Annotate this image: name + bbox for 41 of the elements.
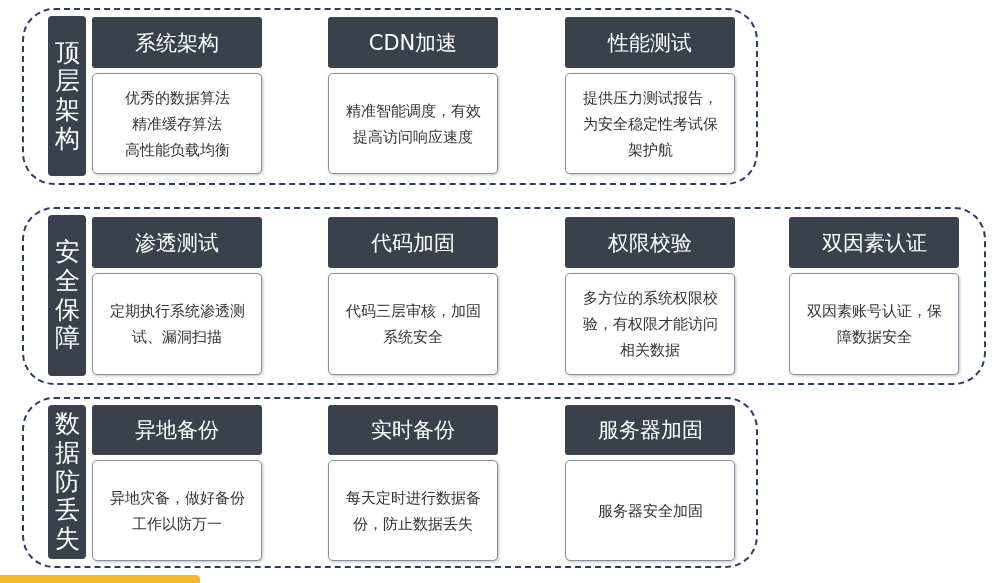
category-label [48, 16, 86, 176]
description-box [92, 73, 262, 174]
dashed-group-frame [22, 397, 758, 568]
title-box: 异地备份 [92, 405, 262, 455]
title-box: 代码加固 [328, 217, 498, 268]
description-text: 双因素账号认证，保障数据安全 [805, 302, 943, 347]
description-box [565, 460, 735, 561]
description-text: 精准智能调度，有效提高访问响应速度 [344, 101, 482, 147]
title-box: 性能测试 [565, 17, 735, 68]
title-box: 系统架构 [92, 17, 262, 68]
category-text: 安全保障 [54, 238, 80, 353]
title-box: 渗透测试 [92, 217, 262, 268]
description-text: 定期执行系统渗透测试、漏洞扫描 [108, 302, 246, 347]
title-box: CDN加速 [328, 17, 498, 68]
description-text: 提供压力测试报告，为安全稳定性考试保架护航 [581, 88, 719, 160]
description-text: 精准缓存算法 [132, 114, 222, 134]
description-box [328, 460, 498, 561]
category-label [48, 215, 86, 376]
description-text: 高性能负载均衡 [124, 140, 230, 160]
description-box [92, 273, 262, 375]
description-box [565, 273, 735, 375]
description-box [789, 273, 959, 375]
description-text: 异地灾备，做好备份工作以防万一 [108, 488, 246, 534]
category-label [48, 405, 86, 559]
category-text: 数据防丢失 [54, 410, 80, 554]
description-text: 多方位的系统权限校验，有权限才能访问相关数据 [581, 289, 719, 360]
description-text: 优秀的数据算法 [124, 88, 230, 108]
description-text: 每天定时进行数据备份，防止数据丢失 [344, 488, 482, 534]
dashed-group-frame [22, 8, 758, 185]
category-text: 顶层架构 [54, 38, 80, 154]
description-text: 服务器安全加固 [597, 501, 703, 521]
description-box [328, 73, 498, 174]
title-box: 服务器加固 [565, 405, 735, 455]
description-text: 代码三层审核，加固系统安全 [344, 302, 482, 347]
description-box [92, 460, 262, 561]
description-box [328, 273, 498, 375]
title-box: 权限校验 [565, 217, 735, 268]
title-box: 实时备份 [328, 405, 498, 455]
dashed-group-frame [22, 207, 986, 385]
title-box: 双因素认证 [789, 217, 959, 268]
description-box [565, 73, 735, 174]
